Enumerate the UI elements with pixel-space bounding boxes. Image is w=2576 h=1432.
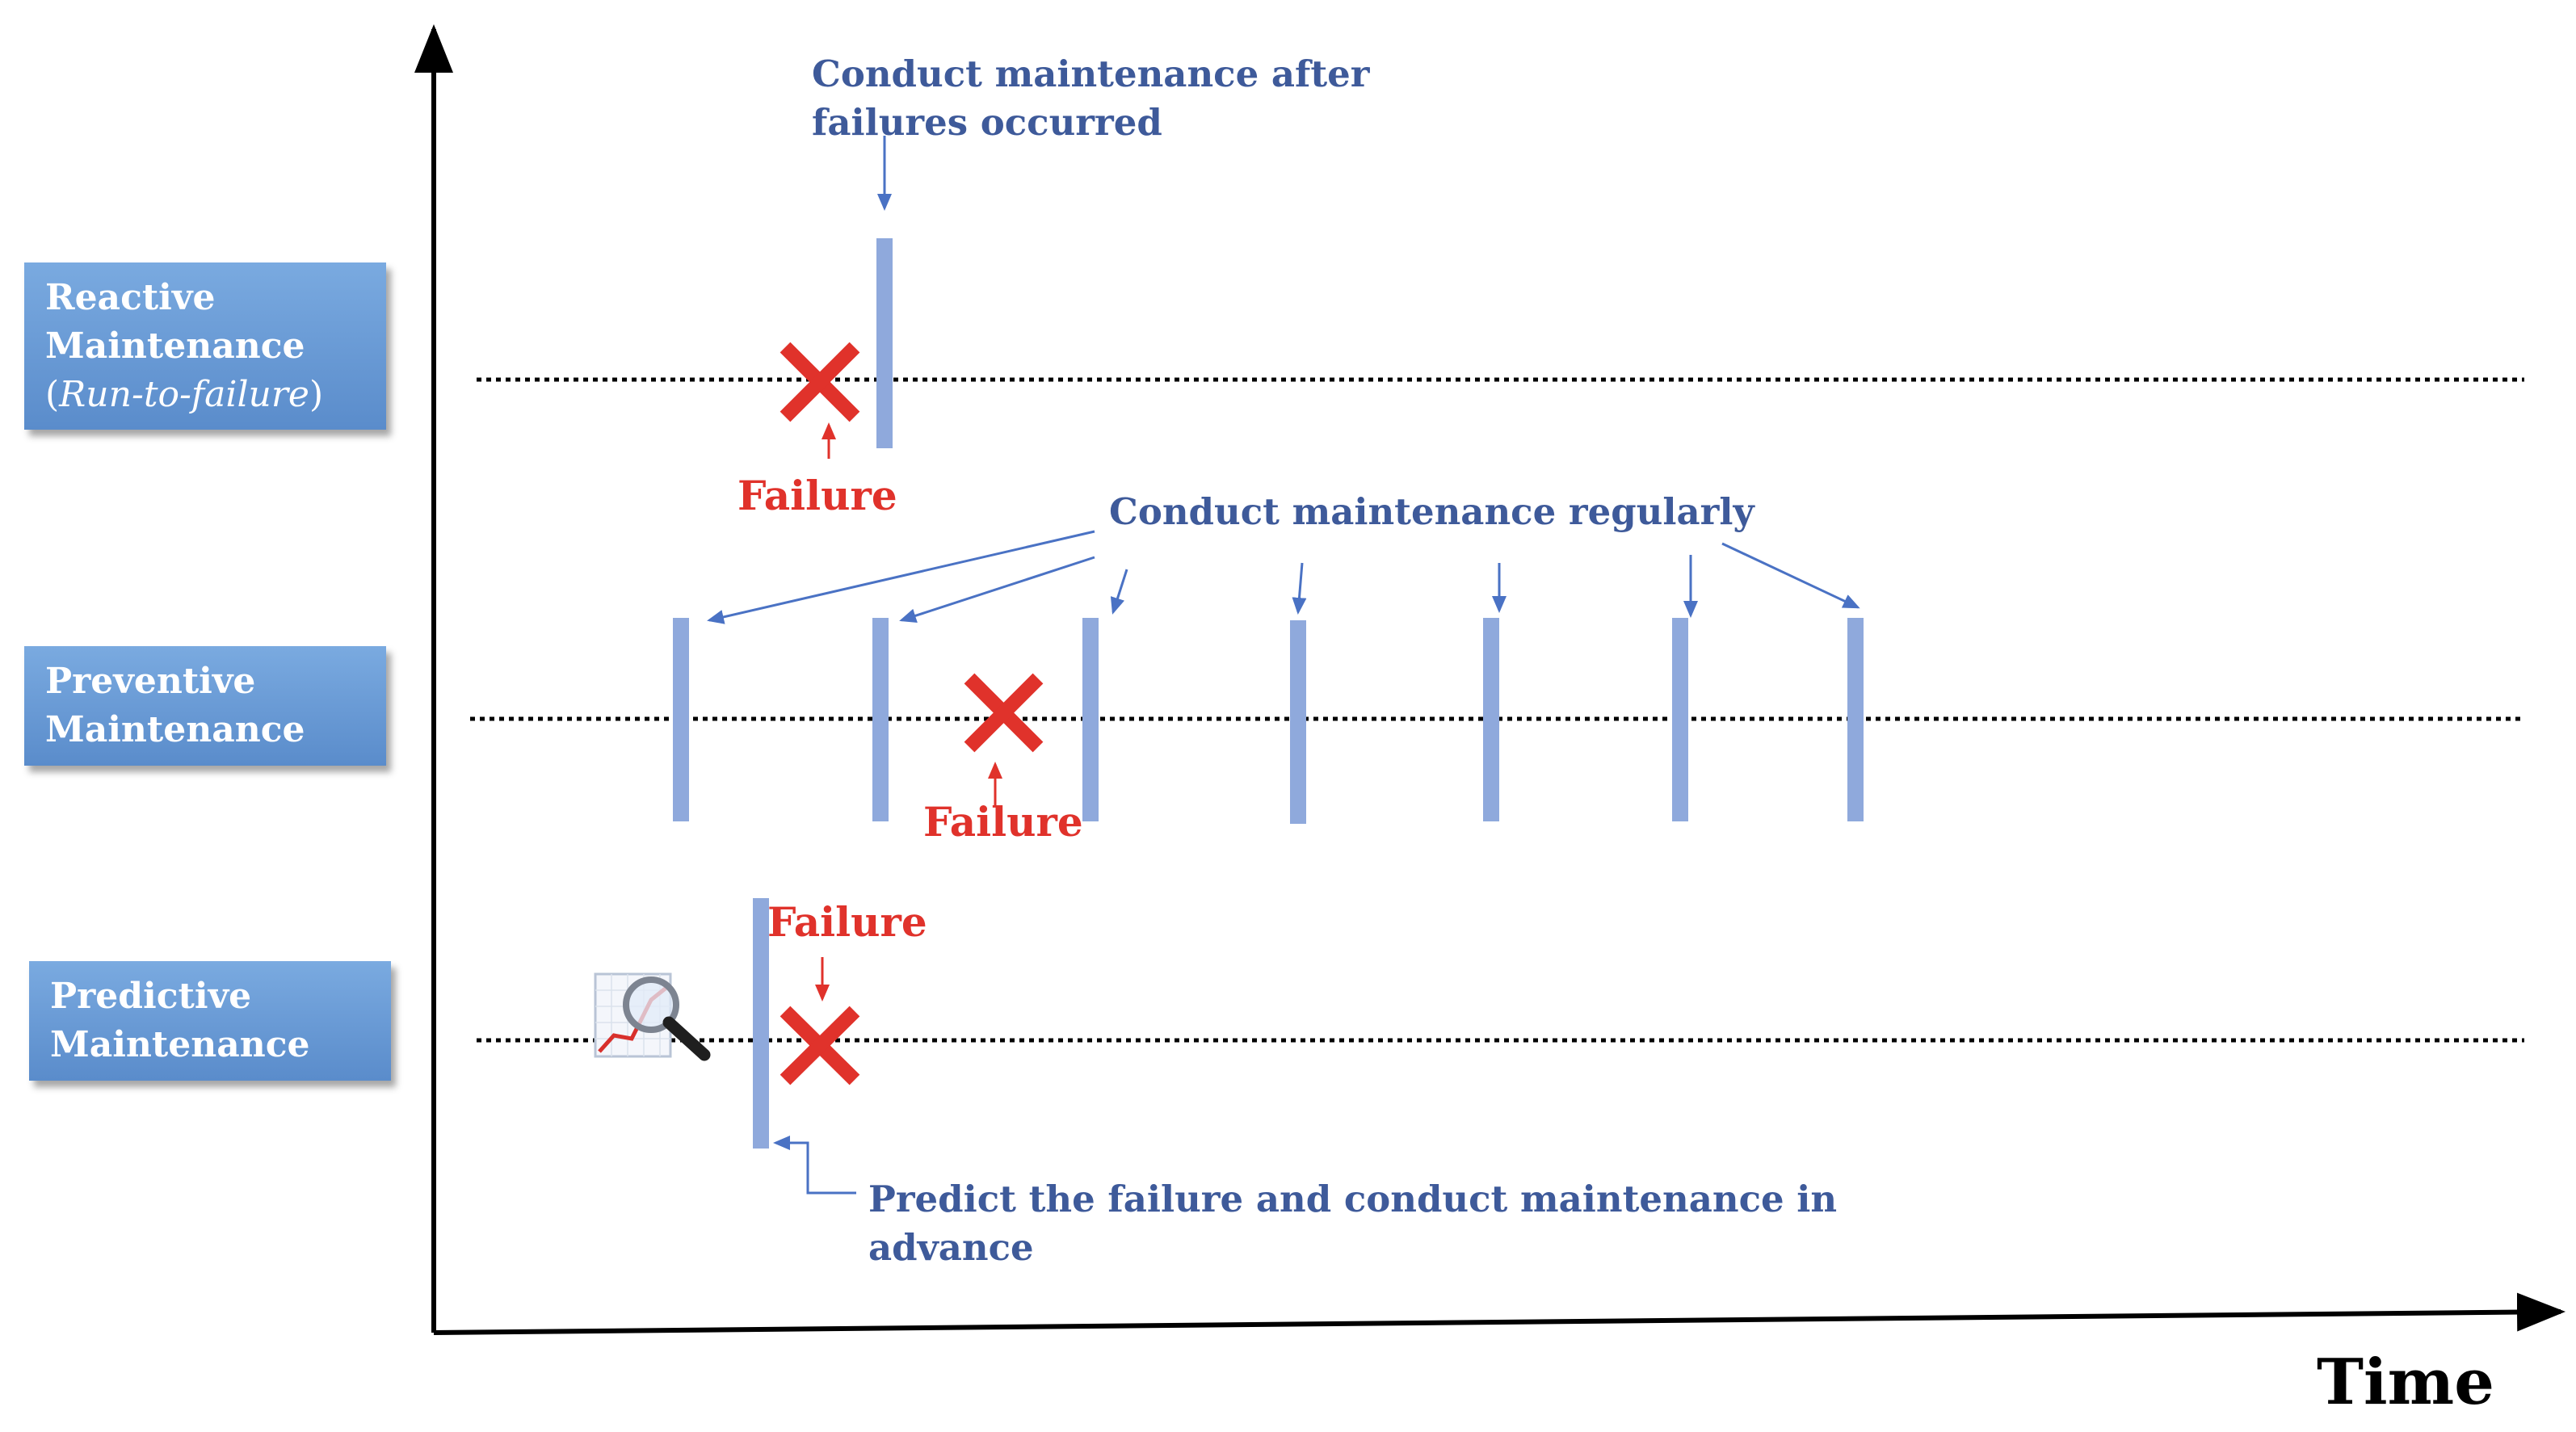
predictive-maintenance-box: Predictive Maintenance [29,961,391,1081]
x-axis [433,1292,2565,1335]
failure-label-preventive: Failure [923,798,1083,846]
preventive-title-line1: Preventive [45,661,256,702]
predictive-annotation-arrow [773,1136,856,1195]
maintenance-bar [1483,618,1499,821]
reactive-annotation-line2: failures occurred [812,101,1162,144]
reactive-title-line1: Reactive [45,277,216,318]
failure-label-reactive: Failure [738,472,897,519]
maintenance-bar [673,618,689,821]
preventive-annotation: Conduct maintenance regularly [1109,490,1754,533]
reactive-maintenance-box: Reactive Maintenance (Run-to-failure) [24,262,386,430]
failure-label-predictive: Failure [767,898,927,946]
reactive-annotation: Conduct maintenance after failures occur… [812,50,1370,147]
reactive-annotation-line1: Conduct maintenance after [812,52,1370,95]
failure-x-icon [780,1006,860,1086]
subtitle-italic-text: Run-to-failure [59,374,309,415]
maintenance-bar [1672,618,1688,821]
reactive-subtitle: (Run-to-failure) [45,371,386,419]
predictive-title-line1: Predictive [50,976,252,1017]
predictive-title-line2: Maintenance [50,1024,310,1065]
preventive-maintenance-box: Preventive Maintenance [24,646,386,766]
maintenance-bar [1082,618,1099,821]
predictive-annotation-line2: advance [868,1226,1034,1269]
maintenance-bar [1290,620,1306,824]
maintenance-bar [872,618,889,821]
failure-x-icon [780,342,860,422]
maintenance-bar-reactive [876,238,893,448]
predictive-annotation: Predict the failure and conduct maintena… [868,1175,1837,1272]
x-axis-label: Time [2317,1346,2494,1419]
failure-x-icon [964,673,1044,753]
preventive-title-line2: Maintenance [45,709,305,750]
predictive-annotation-line1: Predict the failure and conduct maintena… [868,1178,1838,1220]
preventive-annotation-arrows [707,530,1860,624]
subtitle-open-paren: ( [45,374,60,415]
reactive-title-line2: Maintenance [45,325,305,367]
magnifier-chart-icon [594,972,711,1061]
maintenance-bar [1847,618,1864,821]
subtitle-close-paren: ) [309,374,324,415]
maintenance-bar-predictive [753,898,769,1149]
maintenance-bars-preventive [673,618,1864,824]
